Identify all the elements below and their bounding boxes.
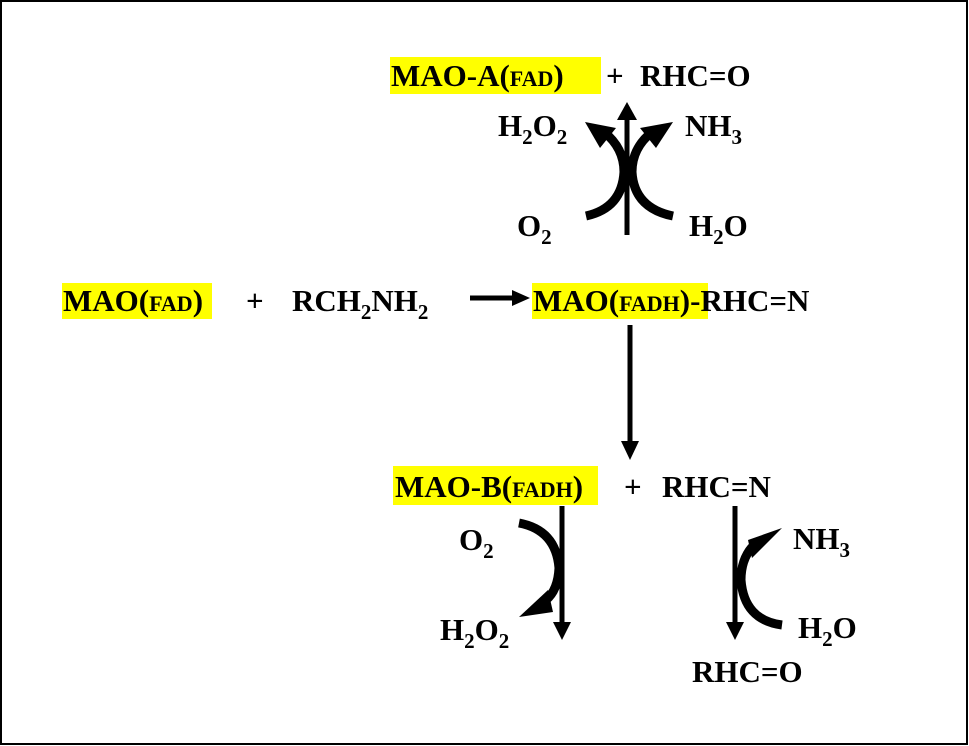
bottom-nh3-arrowhead [748,528,782,558]
top-nh3: NH3 [685,108,742,149]
substrate-amine: RCH2NH2 [292,283,428,324]
h2o-to-nh3-curve-arrow [627,128,675,221]
up-arrowhead [617,102,637,120]
mao-a-label: MAO-A(FAD) [391,58,564,93]
bottom-h2o2-arrowhead [519,590,553,617]
bottom-left-arrows [517,506,571,640]
top-arrows [584,102,675,235]
forward-arrowhead [512,290,530,306]
top-product-aldehyde: RHC=O [640,58,751,93]
top-h2o: H2O [689,208,748,249]
imine-label: RHC=N [662,469,771,504]
bottom-right-arrows [726,506,783,640]
h2o-to-nh3-curve-arrow [736,544,783,630]
imine-down-arrowhead [726,622,744,640]
bottom-h2o2: H2O2 [440,612,509,653]
bottom-plus: + [624,469,642,504]
highlight-mao-a [390,57,601,94]
nh3-arrowhead [640,122,673,148]
bottom-h2o: H2O [798,610,857,651]
middle-plus: + [246,283,264,318]
mao-b-label: MAO-B(FADH) [395,469,583,504]
mao-fad-label: MAO(FAD) [63,283,203,318]
h2o2-arrowhead [585,122,616,148]
down-arrowhead [621,441,639,460]
highlight-mao-fad [62,283,212,319]
bottom-product-aldehyde: RHC=O [692,654,803,689]
highlight-mao-fadh [532,283,708,319]
o2-to-h2o2-curve-arrow [584,128,629,221]
o2-to-h2o2-curve-arrow [517,518,564,604]
top-h2o2: H2O2 [498,108,567,149]
bottom-nh3: NH3 [793,521,850,562]
top-o2: O2 [517,208,552,249]
bottom-o2: O2 [459,522,494,563]
highlight-mao-b [393,466,598,505]
top-plus: + [606,58,624,93]
mao-b-down-arrowhead [553,622,571,640]
intermediate-label: MAO(FADH)-RHC=N [533,283,809,318]
